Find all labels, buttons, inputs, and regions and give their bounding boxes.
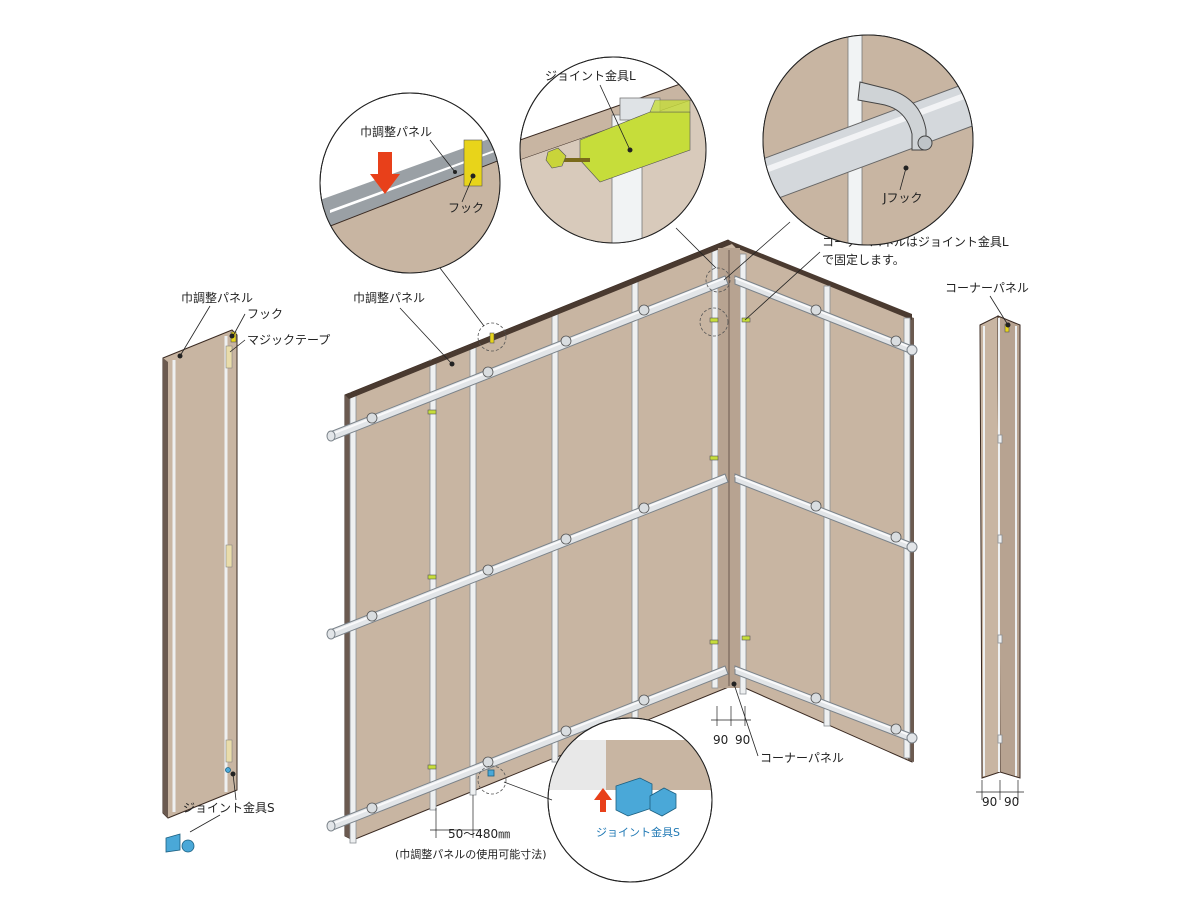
hook-on-wall <box>489 332 495 344</box>
main-wall-right-face <box>728 240 914 763</box>
corner-panel-in-wall <box>718 248 740 688</box>
callout-joint-l-label: ジョイント金具L <box>545 68 636 83</box>
horizontal-pipes-right <box>734 275 918 744</box>
joint-l-markers <box>427 317 751 770</box>
dim-range: 50～480㎜ <box>448 827 510 841</box>
magic-tape-top <box>225 345 233 369</box>
callout-hook-panel-label: 巾調整パネル <box>360 124 432 139</box>
magic-tape-bottom <box>225 739 233 763</box>
horizontal-pipes-left <box>326 275 729 832</box>
pipe-clamps <box>366 304 902 814</box>
callout-joint-s-detail: ジョイント金具S <box>547 717 713 883</box>
label-joint-s-left: ジョイント金具S <box>183 800 275 815</box>
callout-joint-l-detail: ジョイント金具L <box>519 56 707 244</box>
label-width-panel-left: 巾調整パネル <box>181 290 253 305</box>
down-arrow-icon <box>370 152 400 194</box>
dim-90-d: 90 <box>1004 795 1019 809</box>
label-corner-note-2: で固定します。 <box>822 252 905 267</box>
label-magic-tape: マジックテープ <box>247 333 330 347</box>
hook-icon <box>463 139 483 187</box>
label-corner-panel-bottom: コーナーパネル <box>760 751 844 765</box>
dim-90-c: 90 <box>982 795 997 809</box>
label-corner-panel-right: コーナーパネル <box>945 281 1029 295</box>
dim-range-note: (巾調整パネルの使用可能寸法) <box>395 847 547 861</box>
label-hook-left: フック <box>247 307 283 321</box>
up-arrow-icon <box>594 788 612 812</box>
dimension-corner-90-90: 90 90 <box>711 706 751 747</box>
magic-tape-middle <box>225 544 233 568</box>
dimension-right-90-90: 90 90 <box>976 780 1024 809</box>
label-width-panel-center: 巾調整パネル <box>353 290 425 305</box>
dim-90-b: 90 <box>735 733 750 747</box>
callout-hook-detail: 巾調整パネル フック <box>319 92 501 274</box>
dimension-width-range: 50～480㎜ (巾調整パネルの使用可能寸法) <box>395 795 547 861</box>
dim-90-a: 90 <box>713 733 728 747</box>
callout-hook-label: フック <box>448 201 484 215</box>
standalone-width-panel <box>162 329 238 819</box>
joint-s-on-wall <box>487 769 495 777</box>
callout-j-hook-label: Jフック <box>882 191 923 205</box>
standalone-corner-panel <box>979 315 1021 779</box>
j-hook-icon <box>857 81 927 151</box>
callout-joint-s-label: ジョイント金具S <box>596 825 680 839</box>
callout-j-hook-detail: Jフック <box>762 34 974 246</box>
joint-s-part-icon <box>165 833 195 853</box>
